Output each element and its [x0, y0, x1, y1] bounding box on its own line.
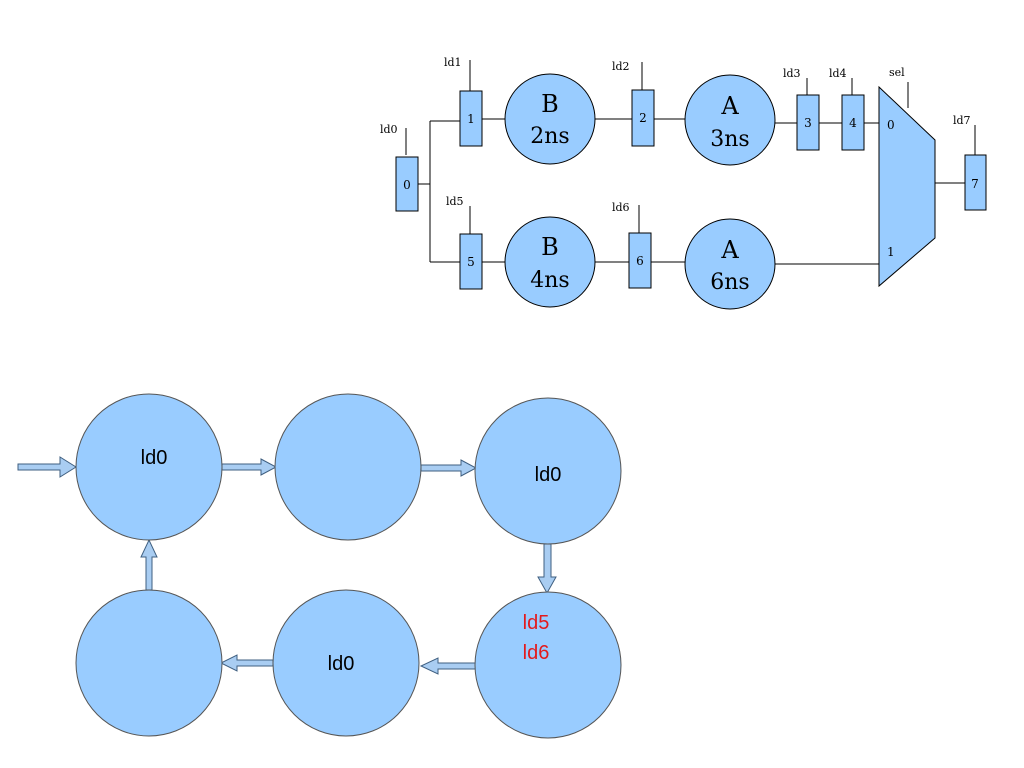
state-1-label: ld0	[141, 447, 168, 469]
unit-a-bottom: A 6ns	[684, 218, 776, 310]
ld6-label: ld6	[612, 201, 630, 214]
mux-input-1-label: 1	[887, 245, 895, 259]
wires	[405, 60, 976, 265]
state-3-label: ld0	[535, 464, 562, 486]
arrow-s2-to-s3	[420, 459, 478, 477]
register-4-label: 4	[849, 116, 857, 130]
arrow-s6-to-s1	[140, 538, 158, 591]
register-5-label: 5	[467, 255, 475, 269]
unit-a-top-delay: 3ns	[710, 127, 749, 152]
ld3-label: ld3	[783, 67, 801, 80]
state-6	[75, 589, 223, 737]
arrow-s1-to-s2	[221, 458, 278, 476]
unit-b-bottom: B 4ns	[504, 216, 596, 308]
register-1-label: 1	[467, 112, 475, 126]
unit-a-bottom-name: A	[720, 236, 739, 264]
arrow-s3-to-s4	[537, 543, 557, 595]
unit-b-top: B 2ns	[504, 73, 596, 165]
register-5: 5	[459, 233, 483, 290]
unit-b-bottom-name: B	[541, 233, 559, 261]
unit-a-top-name: A	[720, 92, 739, 120]
register-7: 7	[964, 154, 987, 211]
mux-input-0-label: 0	[887, 118, 895, 132]
ld7-label: ld7	[953, 114, 971, 127]
register-6: 6	[628, 232, 652, 289]
register-0: 0	[395, 156, 419, 212]
register-1: 1	[459, 90, 483, 147]
state-3: ld0	[474, 397, 622, 545]
multiplexer: 0 1	[878, 85, 936, 288]
register-7-label: 7	[971, 177, 979, 191]
state-2	[274, 393, 422, 541]
register-4: 4	[841, 94, 865, 151]
arrow-s5-to-s6	[219, 654, 274, 672]
sel-label: sel	[889, 66, 905, 79]
register-3: 3	[796, 94, 820, 151]
entry-arrow	[17, 456, 77, 478]
register-2-label: 2	[639, 111, 647, 125]
unit-b-top-name: B	[541, 90, 559, 118]
ld1-label: ld1	[444, 56, 462, 69]
state-1: ld0	[75, 393, 223, 541]
unit-b-bottom-delay: 4ns	[530, 268, 569, 293]
state-5-label: ld0	[328, 653, 355, 675]
ld5-label: ld5	[446, 195, 464, 208]
unit-b-top-delay: 2ns	[530, 124, 569, 149]
datapath: 0 1 2 3 4 5 6 7 ld0	[380, 56, 987, 310]
arrow-s4-to-s5	[419, 657, 477, 675]
state-4-label-line1: ld5	[523, 612, 550, 634]
ld4-label: ld4	[829, 67, 847, 80]
ld0-label: ld0	[380, 123, 398, 136]
state-machine: ld0 ld0 ld5 ld6 ld0	[17, 393, 622, 739]
register-2: 2	[631, 89, 655, 147]
register-6-label: 6	[636, 254, 644, 268]
state-4: ld5 ld6	[474, 591, 622, 739]
state-5: ld0	[272, 589, 420, 737]
register-0-label: 0	[403, 178, 411, 192]
state-4-label-line2: ld6	[523, 642, 550, 664]
unit-a-top: A 3ns	[684, 74, 776, 166]
unit-a-bottom-delay: 6ns	[710, 270, 749, 295]
register-3-label: 3	[804, 116, 812, 130]
ld2-label: ld2	[612, 60, 630, 73]
